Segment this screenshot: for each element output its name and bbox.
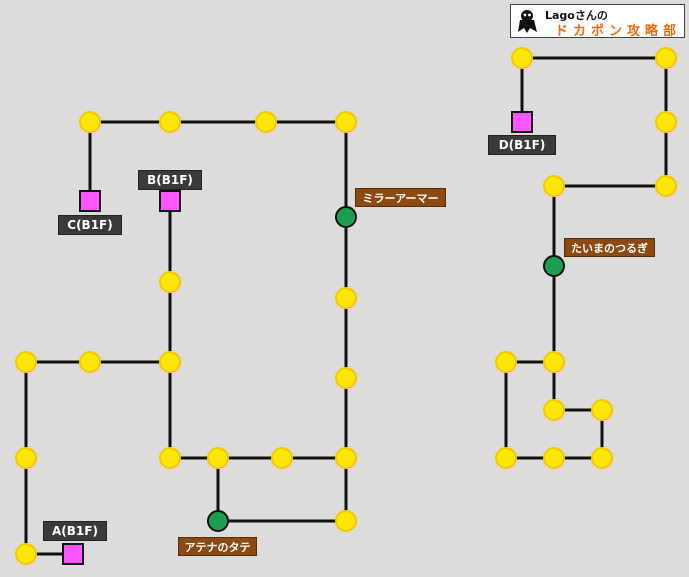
stairs-d-square: [511, 111, 533, 133]
board-space-r4: [543, 175, 565, 197]
label-taima-tsurugi: たいまのつるぎ: [564, 238, 655, 257]
label-stairs-a: A(B1F): [43, 521, 107, 541]
stairs-b-square: [159, 190, 181, 212]
board-space-a2: [159, 111, 181, 133]
board-space-r1: [511, 47, 533, 69]
board-space-r6: [495, 351, 517, 373]
board-space-r8: [543, 399, 565, 421]
board-space-r9: [591, 399, 613, 421]
stairs-c-square: [79, 190, 101, 212]
board-space-r5: [655, 175, 677, 197]
board-space-l2: [79, 351, 101, 373]
logo-text-author: Lagoさんの: [545, 9, 608, 22]
board-space-a7: [335, 447, 357, 469]
board-space-a3: [255, 111, 277, 133]
board-space-a4: [335, 111, 357, 133]
board-space-r7: [543, 351, 565, 373]
label-athena-shield: アテナのタテ: [178, 537, 257, 556]
board-space-l6: [207, 447, 229, 469]
label-stairs-d: D(B1F): [488, 135, 556, 155]
label-stairs-c: C(B1F): [58, 215, 122, 235]
board-space-r12: [591, 447, 613, 469]
board-space-r10: [495, 447, 517, 469]
item-space-athena-shield: [207, 510, 229, 532]
board-space-r11: [543, 447, 565, 469]
board-space-l4: [15, 447, 37, 469]
board-space-l3: [159, 351, 181, 373]
item-space-taima-tsurugi: [543, 255, 565, 277]
label-stairs-b: B(B1F): [138, 170, 202, 190]
board-space-l5: [159, 447, 181, 469]
logo-text-site: ドカポン攻略部: [555, 24, 682, 39]
board-space-a1: [79, 111, 101, 133]
label-mirror-armor: ミラーアーマー: [355, 188, 446, 207]
board-space-l8: [15, 543, 37, 565]
board-space-a5: [335, 287, 357, 309]
item-space-mirror-armor: [335, 206, 357, 228]
board-space-l7: [271, 447, 293, 469]
stairs-a-square: [62, 543, 84, 565]
board-space-a6: [335, 367, 357, 389]
mascot-silhouette-icon: [518, 10, 537, 33]
site-logo: Lagoさんの ドカポン攻略部: [510, 4, 685, 39]
board-space-b2: [159, 271, 181, 293]
board-space-r3: [655, 111, 677, 133]
board-space-a8: [335, 510, 357, 532]
board-space-l1: [15, 351, 37, 373]
board-space-r2: [655, 47, 677, 69]
